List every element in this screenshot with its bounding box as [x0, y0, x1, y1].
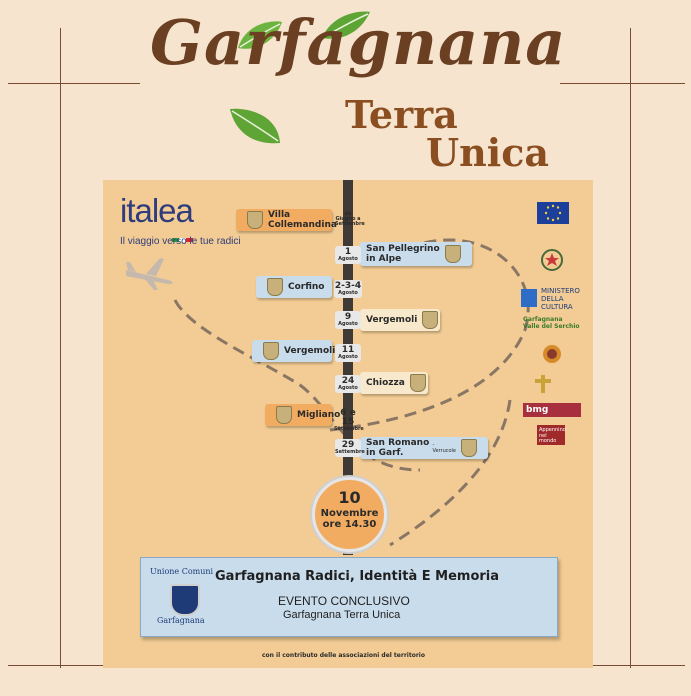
stop-card-san-pellegrino: San Pellegrino in Alpe — [360, 242, 472, 266]
frame-line-left — [60, 28, 61, 668]
stop-card-chiozza: Chiozza — [360, 372, 428, 394]
final-event-banner — [140, 557, 558, 637]
italea-logo: italea — [120, 192, 194, 229]
header-title-block: Garfagnana Terra Unica — [0, 0, 691, 180]
credit-text: con il contributo delle associazioni del… — [262, 652, 425, 659]
union-label-bottom: Garfagnana — [157, 616, 205, 625]
banner-subtitle: EVENTO CONCLUSIVO — [278, 594, 410, 608]
bmg-logo: bmg — [523, 403, 581, 417]
eu-flag-icon — [537, 202, 569, 224]
italea-flag — [172, 229, 195, 242]
crest-icon — [267, 278, 283, 296]
valle-serchio-logo: Garfagnana Valle del Serchio — [523, 316, 580, 330]
stop-card-villa-collemandina: Villa Collemandina — [236, 209, 337, 231]
stop-card-vergemoli-left: Vergemoli — [252, 340, 335, 362]
stop-card-vergemoli-right: Vergemoli — [360, 309, 440, 331]
crest-icon — [445, 245, 461, 263]
leaf-icon — [238, 21, 282, 49]
union-crest-icon — [170, 584, 200, 616]
cassa-risparmio-logo-icon — [535, 375, 551, 393]
stop-card-migliano: Migliano — [265, 404, 340, 426]
crest-icon — [422, 311, 439, 329]
stop-card-san-romano: San Romano in Garf.- Verrucole — [360, 437, 488, 459]
crest-icon — [461, 439, 477, 457]
frame-line-top-left — [8, 83, 140, 84]
airplane-icon — [126, 258, 173, 290]
appennino-logo: Appennino nel mondo — [537, 425, 566, 445]
title-terra: Terra — [345, 92, 458, 137]
foundation-logo-icon — [543, 345, 561, 363]
frame-line-top-right — [560, 83, 685, 84]
frame-line-right — [630, 28, 631, 668]
crest-icon — [409, 374, 426, 392]
final-event-bubble: 10 Novembre ore 14.30 — [312, 477, 387, 552]
stop-card-corfino: Corfino — [256, 276, 332, 298]
title-garfagnana: Garfagnana — [150, 6, 567, 79]
ministry-logo: MINISTERO DELLA CULTURA — [521, 287, 581, 313]
crest-icon — [263, 342, 279, 360]
leaf-icon — [230, 108, 280, 144]
crest-icon — [247, 211, 263, 229]
italea-tagline: Il viaggio verso le tue radici — [120, 236, 241, 247]
republic-emblem-icon — [541, 249, 563, 271]
banner-title: Garfagnana Radici, Identità E Memoria — [215, 569, 500, 584]
leaf-icon — [322, 11, 370, 39]
road-line — [343, 180, 353, 555]
title-unica: Unica — [426, 130, 549, 175]
banner-subtitle2: Garfagnana Terra Unica — [283, 609, 401, 621]
union-label-top: Unione Comuni — [150, 567, 214, 576]
crest-icon — [276, 406, 292, 424]
